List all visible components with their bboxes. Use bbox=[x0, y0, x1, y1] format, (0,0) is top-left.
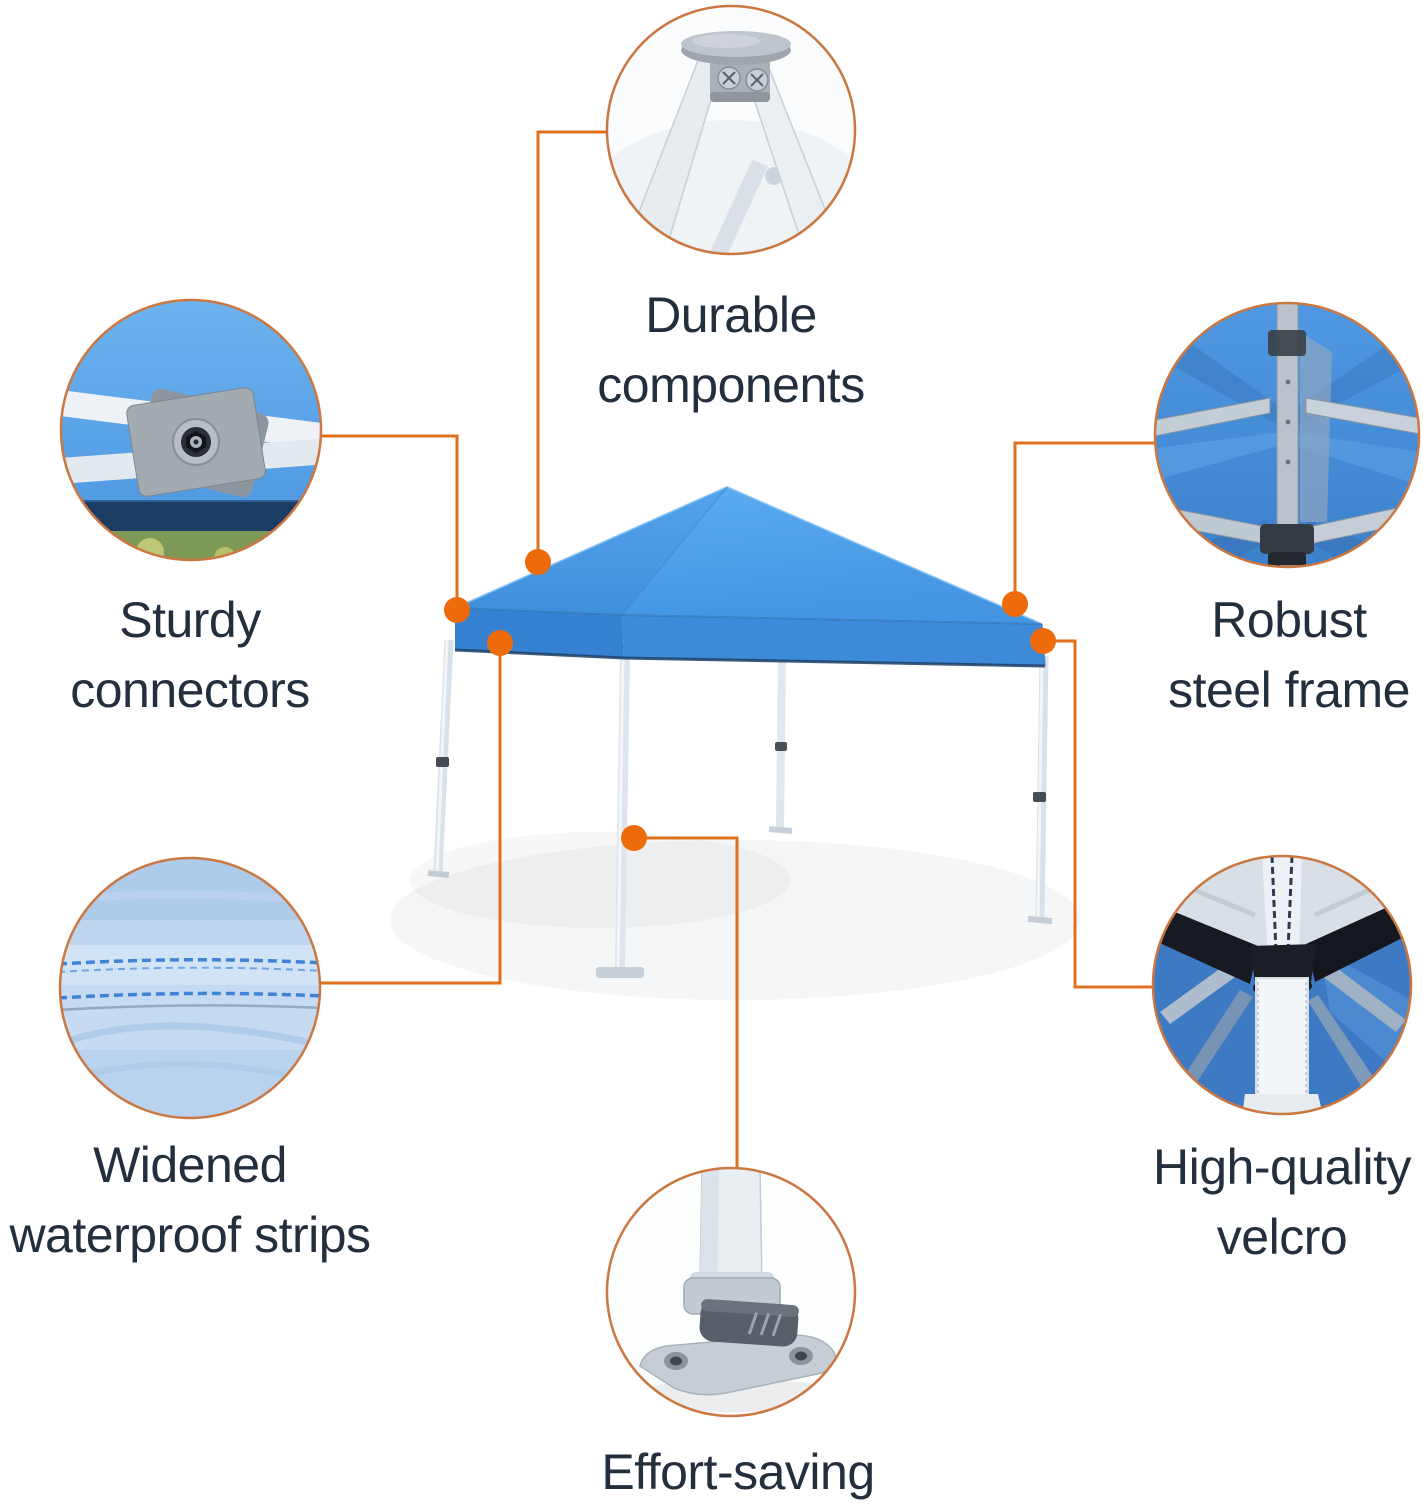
tent-leg-back bbox=[768, 651, 793, 834]
callout-photo-durable-components bbox=[605, 4, 857, 256]
connector-line-high-quality-velcro bbox=[1043, 639, 1154, 989]
callout-photo-widened-waterproof-strips bbox=[58, 856, 322, 1120]
connector-dots bbox=[444, 549, 1056, 851]
label-line: components bbox=[597, 357, 865, 413]
connector-dot-sturdy-connectors bbox=[444, 597, 470, 623]
tent-leg-left bbox=[427, 639, 454, 878]
label-line: High-quality bbox=[1152, 1139, 1412, 1195]
label-line: waterproof strips bbox=[9, 1207, 371, 1263]
label-line: Effort-saving bbox=[601, 1444, 875, 1500]
label-line: velcro bbox=[1216, 1209, 1348, 1265]
callout-label-sturdy-connectors: Sturdy connectors bbox=[70, 585, 310, 725]
label-line: connectors bbox=[70, 662, 310, 718]
connector-line-effort-saving bbox=[634, 836, 739, 1169]
connector-line-widened-waterproof-strips bbox=[321, 643, 502, 985]
callout-circle-sturdy-connectors bbox=[59, 298, 323, 562]
label-line: steel frame bbox=[1168, 662, 1410, 718]
callout-circle-high-quality-velcro bbox=[1151, 854, 1413, 1116]
callout-label-robust-steel-frame: Robust steel frame bbox=[1168, 585, 1410, 725]
tent-canopy bbox=[454, 485, 1046, 668]
callout-label-widened-waterproof-strips: Widened waterproof strips bbox=[9, 1130, 371, 1270]
connector-line-robust-steel-frame bbox=[1013, 441, 1156, 604]
callout-photo-robust-steel-frame bbox=[1153, 301, 1421, 569]
callout-photo-sturdy-connectors bbox=[59, 298, 323, 562]
callout-circle-effort-saving bbox=[605, 1166, 857, 1418]
tent-valance bbox=[622, 615, 1045, 666]
label-line: Sturdy bbox=[119, 592, 261, 648]
label-line: Robust bbox=[1211, 592, 1367, 648]
connector-dot-widened-waterproof-strips bbox=[487, 630, 513, 656]
connector-lines bbox=[321, 130, 1156, 1169]
tent-leg-front bbox=[596, 654, 644, 978]
callout-circle-robust-steel-frame bbox=[1153, 301, 1421, 569]
tent-leg-right bbox=[1027, 655, 1053, 924]
connector-dot-durable-components bbox=[525, 549, 551, 575]
callout-photo-high-quality-velcro bbox=[1151, 854, 1413, 1116]
connector-line-durable-components bbox=[536, 130, 608, 562]
callout-label-durable-components: Durable components bbox=[597, 280, 865, 420]
callout-label-effort-saving: Effort-saving bbox=[601, 1437, 875, 1507]
callout-circle-widened-waterproof-strips bbox=[58, 856, 322, 1120]
ground-shadow bbox=[390, 840, 1080, 1000]
label-line: Widened bbox=[93, 1137, 287, 1193]
connector-line-sturdy-connectors bbox=[321, 434, 459, 610]
callout-circle-durable-components bbox=[605, 4, 857, 256]
label-line: Durable bbox=[645, 287, 817, 343]
connector-dot-effort-saving bbox=[621, 825, 647, 851]
callout-photo-effort-saving bbox=[605, 1166, 857, 1418]
connector-dot-high-quality-velcro bbox=[1030, 628, 1056, 654]
callout-label-high-quality-velcro: High-quality velcro bbox=[1152, 1132, 1412, 1272]
tent-illustration bbox=[390, 485, 1080, 1000]
connector-dot-robust-steel-frame bbox=[1002, 591, 1028, 617]
ground-shadow bbox=[410, 832, 790, 928]
